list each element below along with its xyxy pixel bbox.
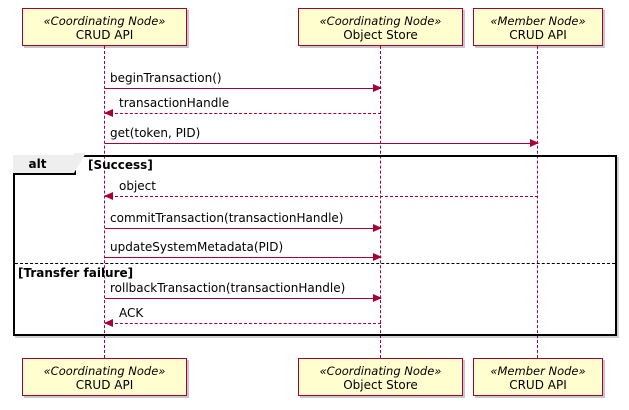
message-line: [105, 196, 538, 197]
participant-footer-object-store[interactable]: «Coordinating Node» Object Store: [298, 358, 463, 396]
participant-name: CRUD API: [509, 28, 567, 43]
lifeline-crud-api-member: [537, 46, 538, 358]
message-line: [105, 88, 381, 89]
alt-fragment: [13, 155, 617, 336]
arrow-head-icon: [104, 108, 113, 117]
arrow-head-icon: [104, 191, 113, 200]
alt-guard-transfer-failure: [Transfer failure]: [18, 266, 133, 280]
participant-name: CRUD API: [75, 378, 134, 393]
message-label: commitTransaction(transactionHandle): [110, 211, 344, 225]
message-line: [105, 113, 381, 114]
participant-footer-crud-api-member[interactable]: «Member Node» CRUD API: [473, 358, 603, 396]
participant-name: Object Store: [343, 28, 418, 43]
arrow-head-icon: [373, 293, 382, 302]
alt-operator-tab: alt: [13, 153, 86, 175]
lifeline-crud-api-coordinating: [104, 46, 105, 358]
message-line: [105, 228, 381, 229]
message-line: [105, 298, 381, 299]
participant-stereotype: «Coordinating Node»: [43, 364, 166, 378]
participant-footer-crud-api-coordinating[interactable]: «Coordinating Node» CRUD API: [22, 358, 187, 396]
arrow-head-icon: [373, 83, 382, 92]
arrow-head-icon: [530, 138, 539, 147]
lifeline-object-store: [380, 46, 381, 358]
arrow-head-icon: [104, 318, 113, 327]
message-label: beginTransaction(): [110, 71, 222, 85]
message-line: [105, 323, 381, 324]
arrow-head-icon: [373, 252, 382, 261]
alt-guard-label: [Success]: [88, 158, 153, 172]
message-label: rollbackTransaction(transactionHandle): [110, 281, 346, 295]
participant-stereotype: «Member Node»: [490, 364, 586, 378]
message-line: [105, 257, 381, 258]
participant-stereotype: «Member Node»: [490, 14, 586, 28]
message-label: get(token, PID): [110, 126, 201, 140]
participant-header-crud-api-member[interactable]: «Member Node» CRUD API: [473, 8, 603, 46]
message-label: ACK: [119, 306, 144, 320]
participant-stereotype: «Coordinating Node»: [43, 14, 166, 28]
participant-stereotype: «Coordinating Node»: [319, 364, 442, 378]
participant-stereotype: «Coordinating Node»: [319, 14, 442, 28]
participant-header-object-store[interactable]: «Coordinating Node» Object Store: [298, 8, 463, 46]
alt-guard-label: [Transfer failure]: [18, 266, 134, 280]
alt-operator-label: alt: [28, 157, 47, 171]
arrow-head-icon: [373, 223, 382, 232]
message-label: updateSystemMetadata(PID): [110, 240, 284, 254]
alt-branch-divider: [15, 263, 615, 264]
message-label: object: [119, 179, 156, 193]
participant-header-crud-api-coordinating[interactable]: «Coordinating Node» CRUD API: [22, 8, 187, 46]
participant-name: Object Store: [343, 378, 418, 393]
message-line: [105, 143, 538, 144]
participant-name: CRUD API: [509, 378, 567, 393]
alt-guard-success: [Success]: [88, 158, 153, 172]
message-label: transactionHandle: [119, 96, 230, 110]
participant-name: CRUD API: [75, 28, 134, 43]
